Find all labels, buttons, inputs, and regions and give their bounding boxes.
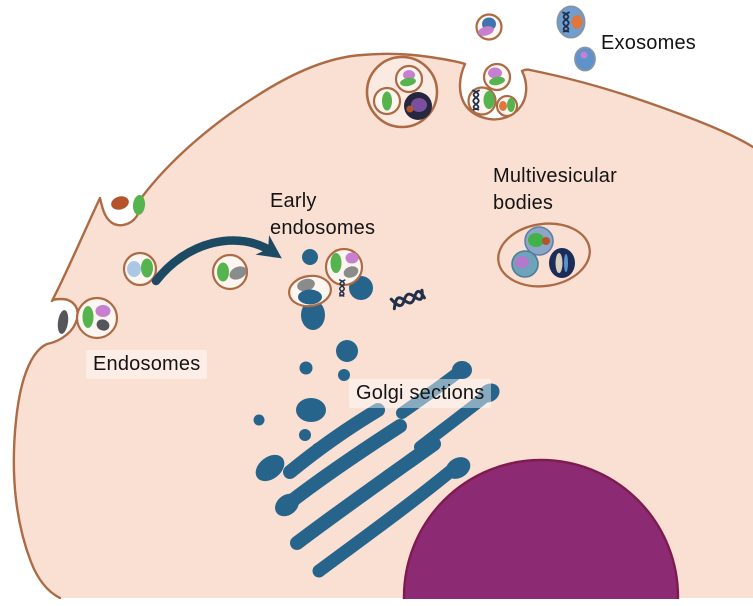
endosome — [211, 253, 249, 291]
early-endosome-cluster — [287, 247, 373, 308]
cargo-magenta — [95, 305, 111, 317]
exosome-vesicle — [482, 62, 512, 92]
label-golgi-sections: Golgi sections — [349, 379, 492, 408]
cargo-green — [483, 91, 495, 109]
cargo-lightblue — [127, 261, 141, 277]
intraluminal-vesicle-dark — [404, 92, 432, 120]
cargo-magenta — [580, 51, 588, 59]
cargo-green — [141, 258, 153, 278]
exosome — [556, 5, 586, 39]
budding-cargo-gray — [57, 310, 69, 334]
cargo-green — [489, 76, 505, 86]
golgi-stack — [255, 361, 500, 578]
cargo-orange — [571, 15, 583, 29]
label-multivesicular-bodies: Multivesicular bodies — [493, 165, 617, 214]
endosome — [122, 251, 158, 287]
secretion-pocket-vesicles — [467, 62, 519, 118]
cargo-purple — [411, 98, 427, 112]
exosome — [475, 13, 503, 41]
cargo-magenta — [478, 26, 494, 36]
label-exosomes: Exosomes — [601, 32, 696, 54]
cell-membrane — [12, 52, 753, 600]
cargo-rust — [542, 237, 550, 245]
exosome — [574, 46, 596, 72]
cargo-blue-band — [564, 254, 568, 272]
cargo-orchid — [515, 256, 529, 268]
cargo-green — [528, 233, 544, 247]
intraluminal-vesicle — [372, 86, 402, 116]
cargo-green — [82, 306, 94, 328]
cargo-green — [507, 98, 515, 112]
cargo-green — [217, 262, 229, 282]
early-endosome — [287, 274, 333, 308]
mvb-fusing — [365, 55, 439, 129]
cargo-magenta — [403, 70, 415, 80]
golgi-vesicles — [253, 300, 358, 453]
exosome-vesicle — [467, 86, 497, 116]
nucleus — [402, 458, 680, 606]
cargo-darkgray — [96, 319, 110, 331]
cargo-green — [330, 253, 342, 273]
cargo-cream-band — [555, 253, 563, 273]
cargo-gray — [343, 266, 359, 278]
cargo-green — [132, 195, 146, 215]
cargo-orange — [499, 101, 507, 111]
cargo-teal — [298, 289, 322, 305]
endocytosis-cargo — [111, 195, 146, 215]
exosome-vesicle — [495, 94, 519, 118]
bottom-margin — [0, 599, 753, 606]
cargo-magenta — [488, 67, 502, 79]
released-exosomes — [475, 5, 596, 72]
intraluminal-vesicle — [394, 64, 424, 94]
multivesicular-body — [497, 222, 591, 288]
label-endosomes: Endosomes — [86, 350, 208, 379]
cargo-rust — [111, 196, 129, 210]
label-early-endosomes: Early endosomes — [270, 190, 376, 239]
cargo-gray — [297, 278, 315, 292]
early-endosome — [324, 247, 364, 297]
endosome — [75, 296, 119, 340]
cargo-green — [382, 91, 392, 111]
transport-arrow — [151, 235, 282, 286]
cargo-magenta — [345, 252, 359, 264]
cargo-gray — [229, 266, 247, 280]
cargo-green — [400, 77, 416, 87]
cargo-rust — [406, 105, 414, 113]
